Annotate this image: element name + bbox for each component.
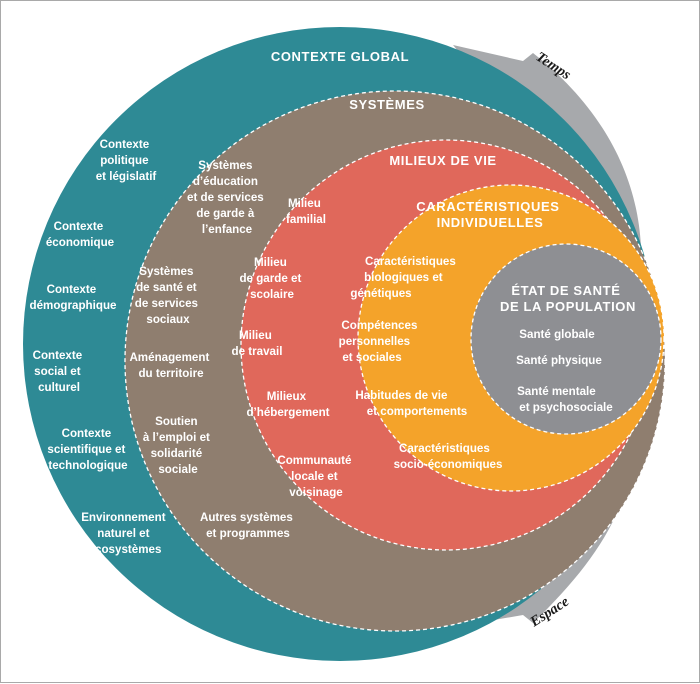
milieux-item-line: Milieu — [254, 256, 287, 269]
contexte-item-line: social et — [34, 365, 81, 378]
milieux-item-line: d’hébergement — [246, 406, 329, 419]
contexte-item-line: Contexte — [62, 427, 112, 440]
contexte-item: Contexte économique — [46, 220, 115, 249]
contexte-item-line: technologique — [48, 459, 128, 472]
systemes-item-line: de garde à — [196, 207, 255, 220]
caracteristiques-item-line: personnelles — [339, 335, 411, 348]
caracteristiques-item: Habitudes de vie et comportements — [355, 389, 467, 418]
systemes-item: Autres systèmes et programmes — [200, 511, 296, 540]
etat-de-sante-title-line: ÉTAT DE SANTÉ — [511, 283, 620, 298]
milieux-de-vie-title: MILIEUX DE VIE — [389, 153, 496, 168]
etat-de-sante-title-line: DE LA POPULATION — [500, 299, 636, 314]
systemes-item-line: de services — [135, 297, 198, 310]
caracteristiques-item-line: Caractéristiques — [365, 255, 456, 268]
contexte-item-line: naturel et — [97, 527, 149, 540]
systemes-item-line: solidarité — [151, 447, 203, 460]
etat-de-sante-circle — [470, 243, 662, 435]
caracteristiques-item-line: et comportements — [367, 405, 468, 418]
caracteristiques-item-line: Habitudes de vie — [355, 389, 448, 402]
caracteristiques-item-line: Caractéristiques — [399, 442, 490, 455]
caracteristiques-item-line: et sociales — [342, 351, 401, 364]
caracteristiques-item-line: biologiques et — [364, 271, 443, 284]
contexte-item-line: scientifique et — [47, 443, 125, 456]
systemes-item-line: et programmes — [206, 527, 290, 540]
sante-item: Santé mentale et psychosociale — [517, 385, 613, 414]
systemes-item-line: Aménagement — [129, 351, 209, 364]
caracteristiques-title-line: INDIVIDUELLES — [437, 215, 544, 230]
systemes-item-line: de santé et — [136, 281, 197, 294]
contexte-item-line: Contexte — [47, 283, 97, 296]
contexte-item-line: et législatif — [96, 170, 157, 183]
milieux-item: Milieu de garde et scolaire — [239, 256, 304, 301]
systemes-item: Soutien à l’emploi et solidarité sociale — [143, 415, 213, 476]
contexte-item: Contexte scientifique et technologique — [47, 427, 128, 472]
caracteristiques-item-line: Compétences — [341, 319, 417, 332]
systemes-title: SYSTÈMES — [349, 97, 425, 112]
caracteristiques-item-line: socio-économiques — [394, 458, 503, 471]
milieux-item-line: Communauté — [277, 454, 352, 467]
systemes-item: Systèmes d’éducation et de services de g… — [187, 159, 267, 236]
systemes-item-line: Systèmes — [139, 265, 193, 278]
contexte-item-line: écosystèmes — [89, 543, 162, 556]
systemes-item-line: sociale — [158, 463, 198, 476]
contexte-item-line: culturel — [38, 381, 80, 394]
caracteristiques-item: Caractéristiques socio-économiques — [394, 442, 503, 471]
systemes-item-line: l’enfance — [202, 223, 253, 236]
caracteristiques-item: Compétences personnelles et sociales — [339, 319, 421, 364]
systemes-item-line: sociaux — [146, 313, 190, 326]
systemes-item-line: Autres systèmes — [200, 511, 293, 524]
contexte-item: Contexte démographique — [30, 283, 118, 312]
contexte-item-line: Contexte — [54, 220, 104, 233]
contexte-item: Environnement naturel et écosystèmes — [81, 511, 169, 556]
milieux-item-line: de garde et — [239, 272, 301, 285]
milieux-item-line: familial — [286, 213, 326, 226]
systemes-item-line: et de services — [187, 191, 264, 204]
caracteristiques-title-line: CARACTÉRISTIQUES — [416, 199, 559, 214]
temps-arrow-icon — [453, 45, 641, 341]
milieux-item-line: Milieu — [239, 329, 272, 342]
milieux-item: Milieux d’hébergement — [246, 390, 329, 419]
contexte-global-title: CONTEXTE GLOBAL — [271, 49, 409, 64]
contexte-item: Contexte politique et législatif — [96, 138, 157, 183]
milieux-item: Communauté locale et voisinage — [277, 454, 354, 499]
milieux-item-line: Milieu — [288, 197, 321, 210]
milieux-item-line: scolaire — [250, 288, 294, 301]
systemes-item: Aménagement du territoire — [129, 351, 212, 380]
caracteristiques-item: Caractéristiques biologiques et génétiqu… — [350, 255, 459, 300]
milieux-item-line: locale et — [291, 470, 338, 483]
contexte-item-line: Environnement — [81, 511, 166, 524]
systemes-item-line: à l’emploi et — [143, 431, 210, 444]
etat-de-sante-title: ÉTAT DE SANTÉ DE LA POPULATION — [500, 283, 636, 314]
systemes-item-line: du territoire — [138, 367, 204, 380]
milieux-item-line: voisinage — [289, 486, 343, 499]
contexte-item-line: Contexte — [100, 138, 150, 151]
contexte-item-line: économique — [46, 236, 115, 249]
milieux-item-line: de travail — [232, 345, 283, 358]
contexte-item-line: démographique — [30, 299, 118, 312]
caracteristiques-title: CARACTÉRISTIQUES INDIVIDUELLES — [416, 199, 563, 230]
milieux-item: Milieu de travail — [232, 329, 283, 358]
systemes-item-line: d’éducation — [193, 175, 258, 188]
milieux-item-line: Milieux — [267, 390, 307, 403]
contexte-item-line: Contexte — [33, 349, 83, 362]
contexte-item-line: politique — [100, 154, 149, 167]
sante-item-line: et psychosociale — [519, 401, 613, 414]
systemes-item: Systèmes de santé et de services sociaux — [135, 265, 201, 326]
sante-item-line: Santé mentale — [517, 385, 596, 398]
systemes-item-line: Systèmes — [198, 159, 252, 172]
systemes-item-line: Soutien — [155, 415, 198, 428]
contexte-item: Contexte social et culturel — [33, 349, 86, 394]
sante-item: Santé physique — [516, 354, 602, 367]
sante-item: Santé globale — [519, 328, 595, 341]
milieux-item: Milieu familial — [286, 197, 326, 226]
caracteristiques-item-line: génétiques — [350, 287, 411, 300]
